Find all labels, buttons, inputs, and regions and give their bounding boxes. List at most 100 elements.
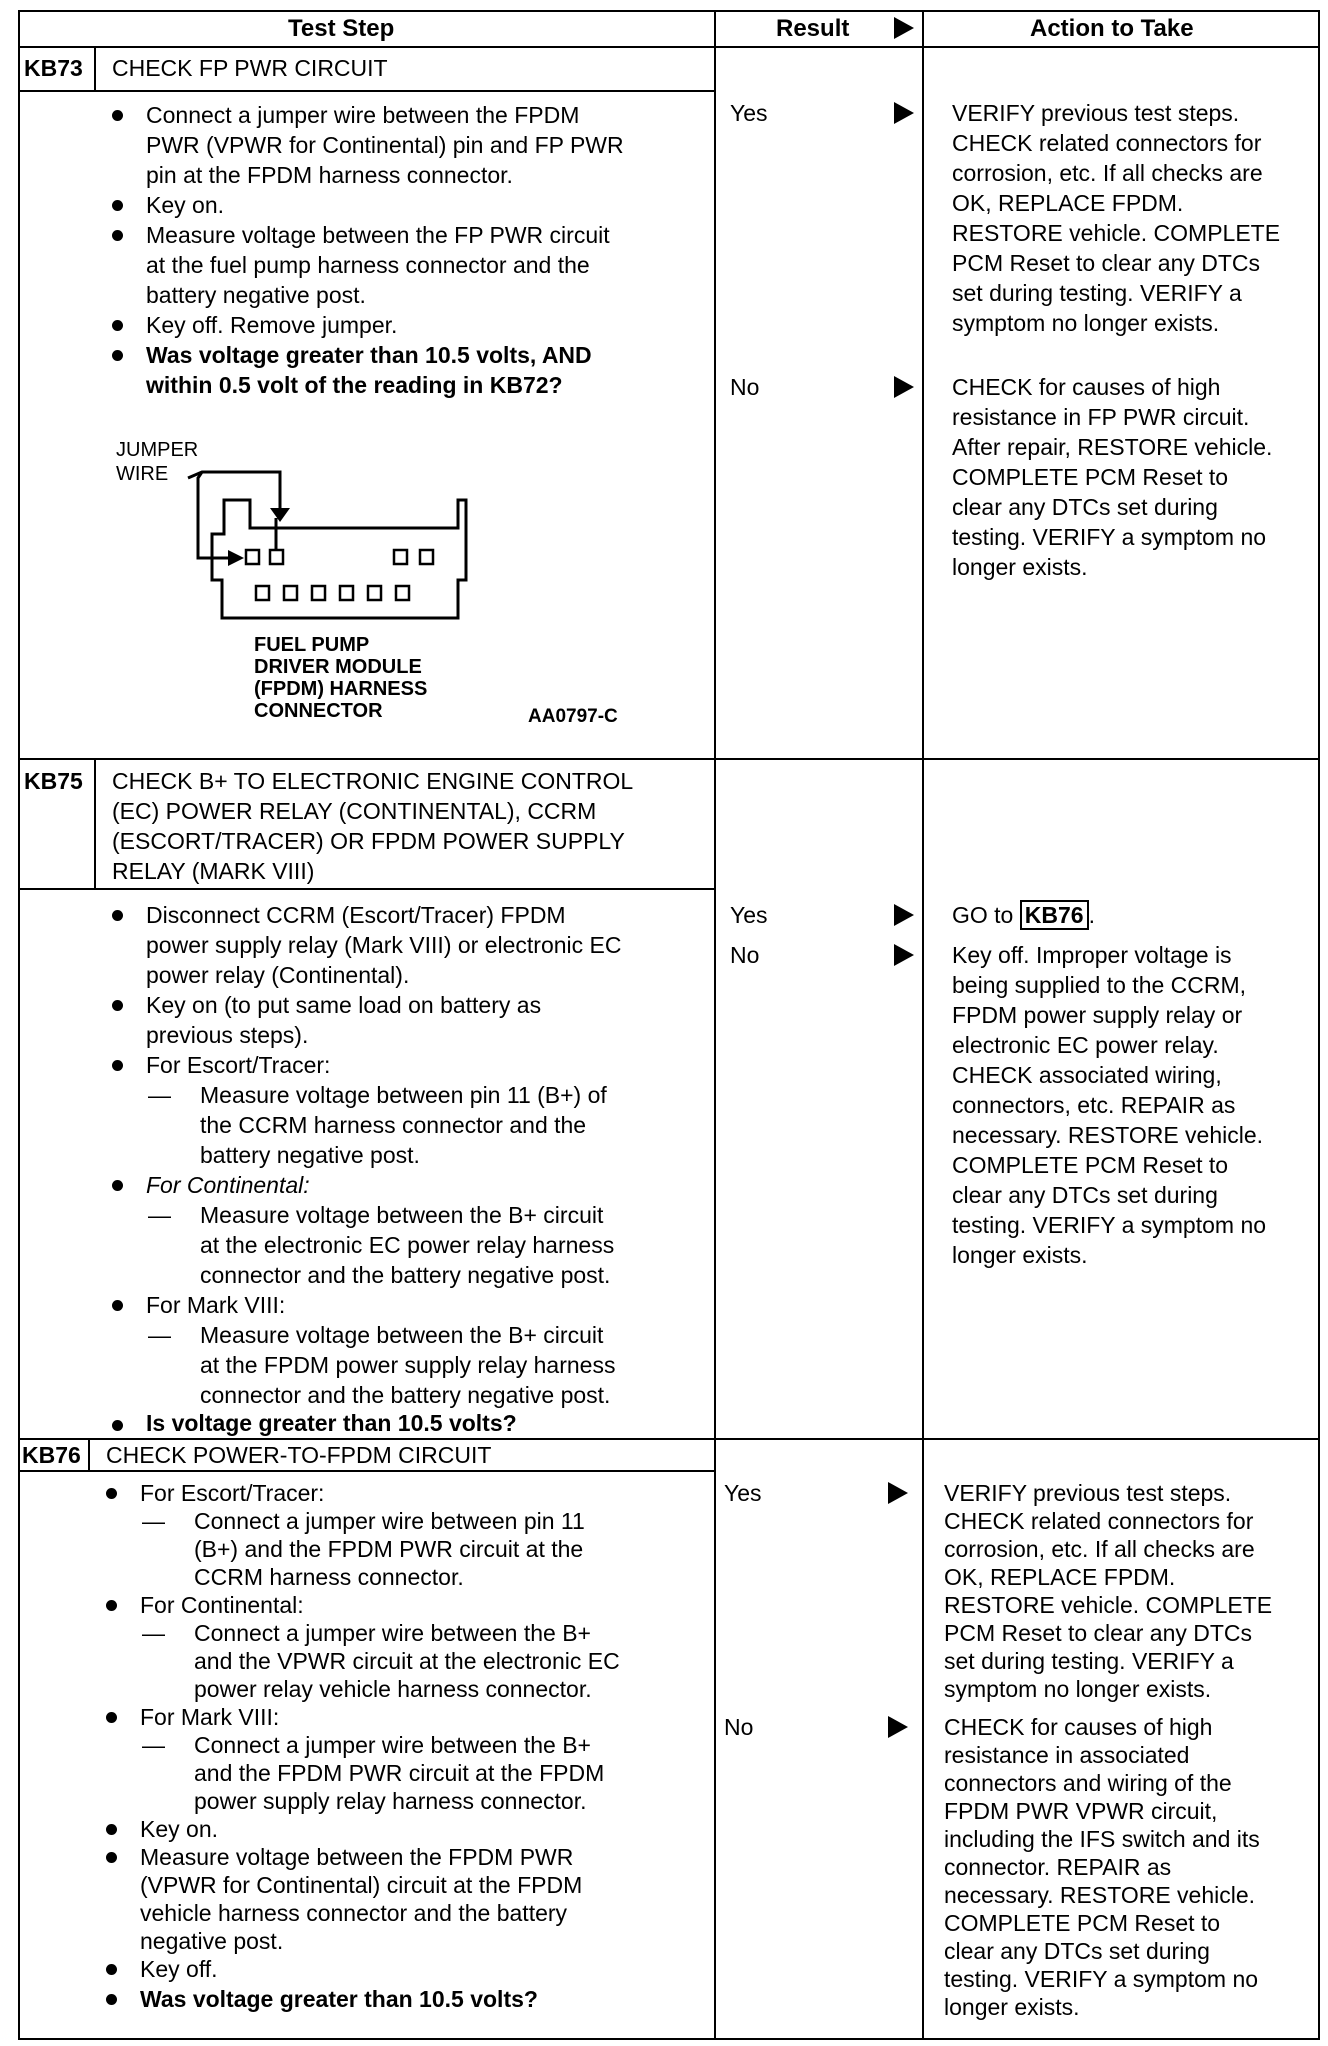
kb76-no-action: connectors and wiring of the <box>944 1770 1232 1796</box>
kb75-bullet-icon <box>112 1000 123 1011</box>
kb73-code: KB73 <box>24 55 83 81</box>
kb76-step: For Continental: <box>140 1592 304 1618</box>
kb75-step: Key on (to put same load on battery as <box>146 992 542 1018</box>
header-divider-right <box>714 46 1320 48</box>
action-column-divider <box>922 10 924 2040</box>
kb73-yes-arrow-icon <box>894 102 914 124</box>
kb75-no-action: FPDM power supply relay or <box>952 1002 1243 1028</box>
kb75-step: connector and the battery negative post. <box>200 1262 611 1288</box>
diagram-caption: DRIVER MODULE <box>254 656 422 678</box>
kb76-dash: — <box>142 1620 165 1646</box>
kb73-bullet-icon <box>112 320 123 331</box>
kb76-step: Connect a jumper wire between pin 11 <box>194 1508 585 1534</box>
kb76-dash: — <box>142 1732 165 1758</box>
kb75-no-action: connectors, etc. REPAIR as <box>952 1092 1236 1118</box>
kb76-bullet-icon <box>106 1824 117 1835</box>
kb75-step: power supply relay (Mark VIII) or electr… <box>146 932 622 958</box>
kb76-step: Connect a jumper wire between the B+ <box>194 1732 591 1758</box>
kb76-step: negative post. <box>140 1928 284 1954</box>
kb75-step: battery negative post. <box>200 1142 420 1168</box>
kb76-step: Measure voltage between the FPDM PWR <box>140 1844 574 1870</box>
kb75-bullet-icon <box>112 1420 123 1431</box>
kb75-no-action: testing. VERIFY a symptom no <box>952 1212 1267 1238</box>
kb75-title-divider <box>18 888 714 890</box>
kb75-no-action: CHECK associated wiring, <box>952 1062 1222 1088</box>
kb75-title: (ESCORT/TRACER) OR FPDM POWER SUPPLY <box>112 828 625 854</box>
kb76-yes-action: RESTORE vehicle. COMPLETE <box>944 1592 1273 1618</box>
kb76-top-line <box>18 1438 1320 1440</box>
kb73-no-action: testing. VERIFY a symptom no <box>952 524 1267 550</box>
kb76-bullet-icon <box>106 1964 117 1975</box>
kb76-step: For Mark VIII: <box>140 1704 280 1730</box>
kb76-no-action: longer exists. <box>944 1994 1080 2020</box>
kb73-step: PWR (VPWR for Continental) pin and FP PW… <box>146 132 624 158</box>
kb76-result-no: No <box>724 1714 754 1740</box>
kb73-no-action: longer exists. <box>952 554 1088 580</box>
kb73-result-no: No <box>730 374 760 400</box>
table-border-right <box>1318 10 1320 2040</box>
kb73-bullet-icon <box>112 110 123 121</box>
figure-id: AA0797-C <box>528 706 618 727</box>
kb76-no-action: resistance in associated <box>944 1742 1190 1768</box>
diagram-caption: CONNECTOR <box>254 700 383 722</box>
kb73-no-arrow-icon <box>894 376 914 398</box>
kb73-title-divider <box>18 90 714 92</box>
kb75-step: the CCRM harness connector and the <box>200 1112 587 1138</box>
diagram-caption: FUEL PUMP <box>254 634 370 656</box>
jumper-wire-label: JUMPER <box>116 439 199 461</box>
kb73-step: at the fuel pump harness connector and t… <box>146 252 590 278</box>
kb76-step: power relay vehicle harness connector. <box>194 1676 592 1702</box>
kb76-yes-action: set during testing. VERIFY a <box>944 1648 1234 1674</box>
kb73-yes-action: corrosion, etc. If all checks are <box>952 160 1263 186</box>
kb75-step: power relay (Continental). <box>146 962 410 988</box>
kb76-step: (VPWR for Continental) circuit at the FP… <box>140 1872 583 1898</box>
kb73-yes-action: OK, REPLACE FPDM. <box>952 190 1184 216</box>
kb76-yes-action: PCM Reset to clear any DTCs <box>944 1620 1253 1646</box>
kb76-question: Was voltage greater than 10.5 volts? <box>140 1986 538 2012</box>
diagram-caption: (FPDM) HARNESS <box>254 678 428 700</box>
kb73-yes-action: CHECK related connectors for <box>952 130 1262 156</box>
kb73-yes-action: RESTORE vehicle. COMPLETE <box>952 220 1281 246</box>
diagnostic-table: Test Step Result Action to Take KB73 CHE… <box>18 10 1320 2040</box>
kb76-no-arrow-icon <box>888 1716 908 1738</box>
kb73-yes-action: PCM Reset to clear any DTCs <box>952 250 1261 276</box>
code-column-divider-kb75 <box>94 758 96 888</box>
kb76-bullet-icon <box>106 1852 117 1863</box>
kb76-yes-action: symptom no longer exists. <box>944 1676 1212 1702</box>
kb75-yes-arrow-icon <box>894 904 914 926</box>
table-border-left <box>18 10 20 2040</box>
kb76-reference-link[interactable]: KB76 <box>1019 900 1089 930</box>
code-column-divider-kb73 <box>94 46 96 90</box>
kb75-dash: — <box>148 1322 171 1348</box>
kb76-yes-arrow-icon <box>888 1482 908 1504</box>
kb75-bullet-icon <box>112 1060 123 1071</box>
kb75-no-action: electronic EC power relay. <box>952 1032 1219 1058</box>
kb76-no-action: including the IFS switch and its <box>944 1826 1260 1852</box>
kb75-no-action: Key off. Improper voltage is <box>952 942 1232 968</box>
kb73-step: Key off. Remove jumper. <box>146 312 398 338</box>
kb73-bullet-icon <box>112 200 123 211</box>
go-to-label: GO to <box>952 902 1014 928</box>
kb75-no-action: longer exists. <box>952 1242 1088 1268</box>
kb75-title: CHECK B+ TO ELECTRONIC ENGINE CONTROL <box>112 768 634 794</box>
kb75-step: connector and the battery negative post. <box>200 1382 611 1408</box>
header-test-step: Test Step <box>288 15 395 42</box>
kb76-yes-action: CHECK related connectors for <box>944 1508 1254 1534</box>
kb75-top-line <box>18 758 1320 760</box>
kb73-no-action: resistance in FP PWR circuit. <box>952 404 1250 430</box>
kb76-bullet-icon <box>106 1712 117 1723</box>
kb76-step: Key off. <box>140 1956 218 1982</box>
kb75-no-action: being supplied to the CCRM, <box>952 972 1247 998</box>
kb76-bullet-icon <box>106 1600 117 1611</box>
kb73-yes-action: set during testing. VERIFY a <box>952 280 1242 306</box>
header-arrow-icon <box>894 17 914 39</box>
kb75-no-action: necessary. RESTORE vehicle. <box>952 1122 1264 1148</box>
kb76-step: power supply relay harness connector. <box>194 1788 587 1814</box>
jumper-wire-label: WIRE <box>116 463 169 485</box>
kb75-step: at the FPDM power supply relay harness <box>200 1352 616 1378</box>
header-result: Result <box>776 15 850 42</box>
kb76-no-action: testing. VERIFY a symptom no <box>944 1966 1259 1992</box>
kb75-step: For Continental: <box>146 1172 310 1198</box>
kb73-question: Was voltage greater than 10.5 volts, AND <box>146 342 592 368</box>
kb76-no-action: clear any DTCs set during <box>944 1938 1210 1964</box>
